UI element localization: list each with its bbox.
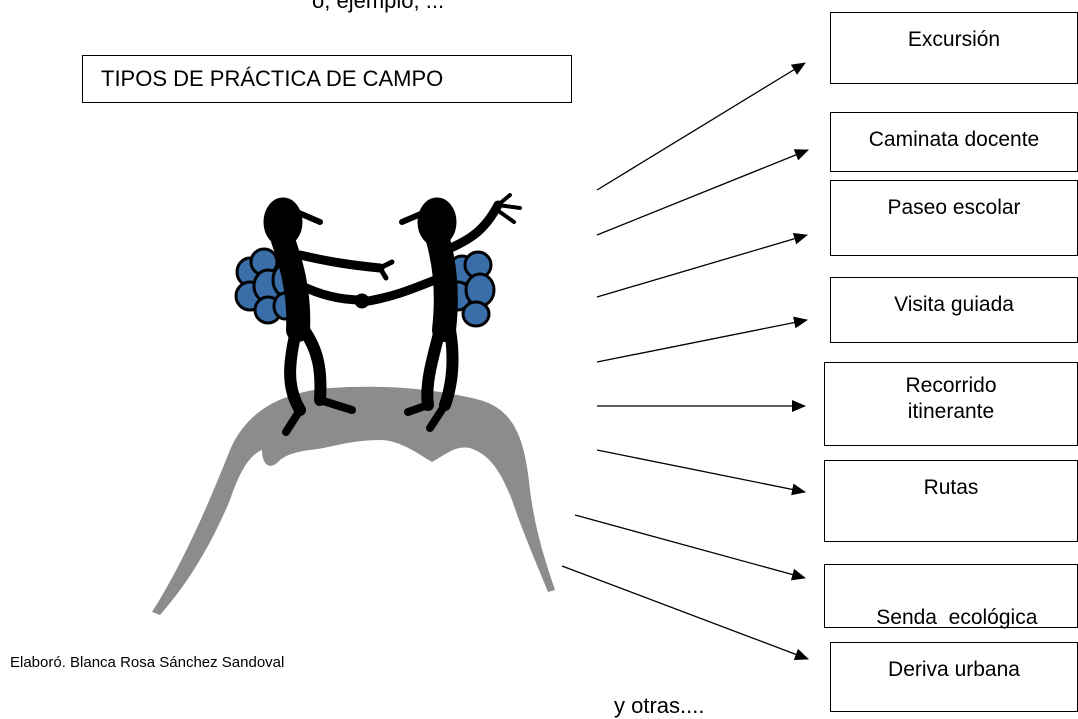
type-box-deriva-urbana: Deriva urbana	[830, 642, 1078, 712]
type-box-visita-guiada: Visita guiada	[830, 277, 1078, 343]
hikers-icon	[234, 193, 522, 436]
type-box-caminata-docente: Caminata docente	[830, 112, 1078, 172]
arrow-senda-ecologica	[574, 514, 806, 581]
diagram-title: TIPOS DE PRÁCTICA DE CAMPO	[82, 55, 572, 103]
author-credit: Elaboró. Blanca Rosa Sánchez Sandoval	[10, 654, 285, 671]
type-label: Senda ecológica	[876, 606, 1038, 629]
type-box-paseo-escolar: Paseo escolar	[830, 180, 1078, 256]
mountain-icon	[152, 386, 555, 615]
arrow-excursion	[596, 62, 806, 191]
type-box-rutas: Rutas	[824, 460, 1078, 542]
type-label: Excursión	[907, 28, 1001, 51]
type-label: Rutas	[923, 476, 979, 499]
type-label: Recorrido itinerante	[905, 374, 997, 423]
type-box-excursion: Excursión	[830, 12, 1078, 84]
type-label: Visita guiada	[894, 293, 1014, 316]
type-box-recorrido-itinerante: Recorrido itinerante	[824, 362, 1078, 446]
type-label: Caminata docente	[868, 128, 1040, 151]
type-box-senda-ecologica: Senda ecológica	[824, 564, 1078, 629]
top-cut-text: o, ejemplo, ...	[312, 0, 445, 13]
arrow-visita-guiada	[596, 316, 808, 363]
arrow-deriva-urbana	[561, 565, 809, 661]
arrow-caminata-docente	[596, 149, 809, 236]
others-note: y otras....	[614, 693, 705, 718]
arrow-paseo-escolar	[596, 232, 808, 298]
arrow-rutas	[596, 449, 806, 496]
type-label: Paseo escolar	[887, 196, 1021, 219]
type-label: Deriva urbana	[888, 658, 1020, 681]
